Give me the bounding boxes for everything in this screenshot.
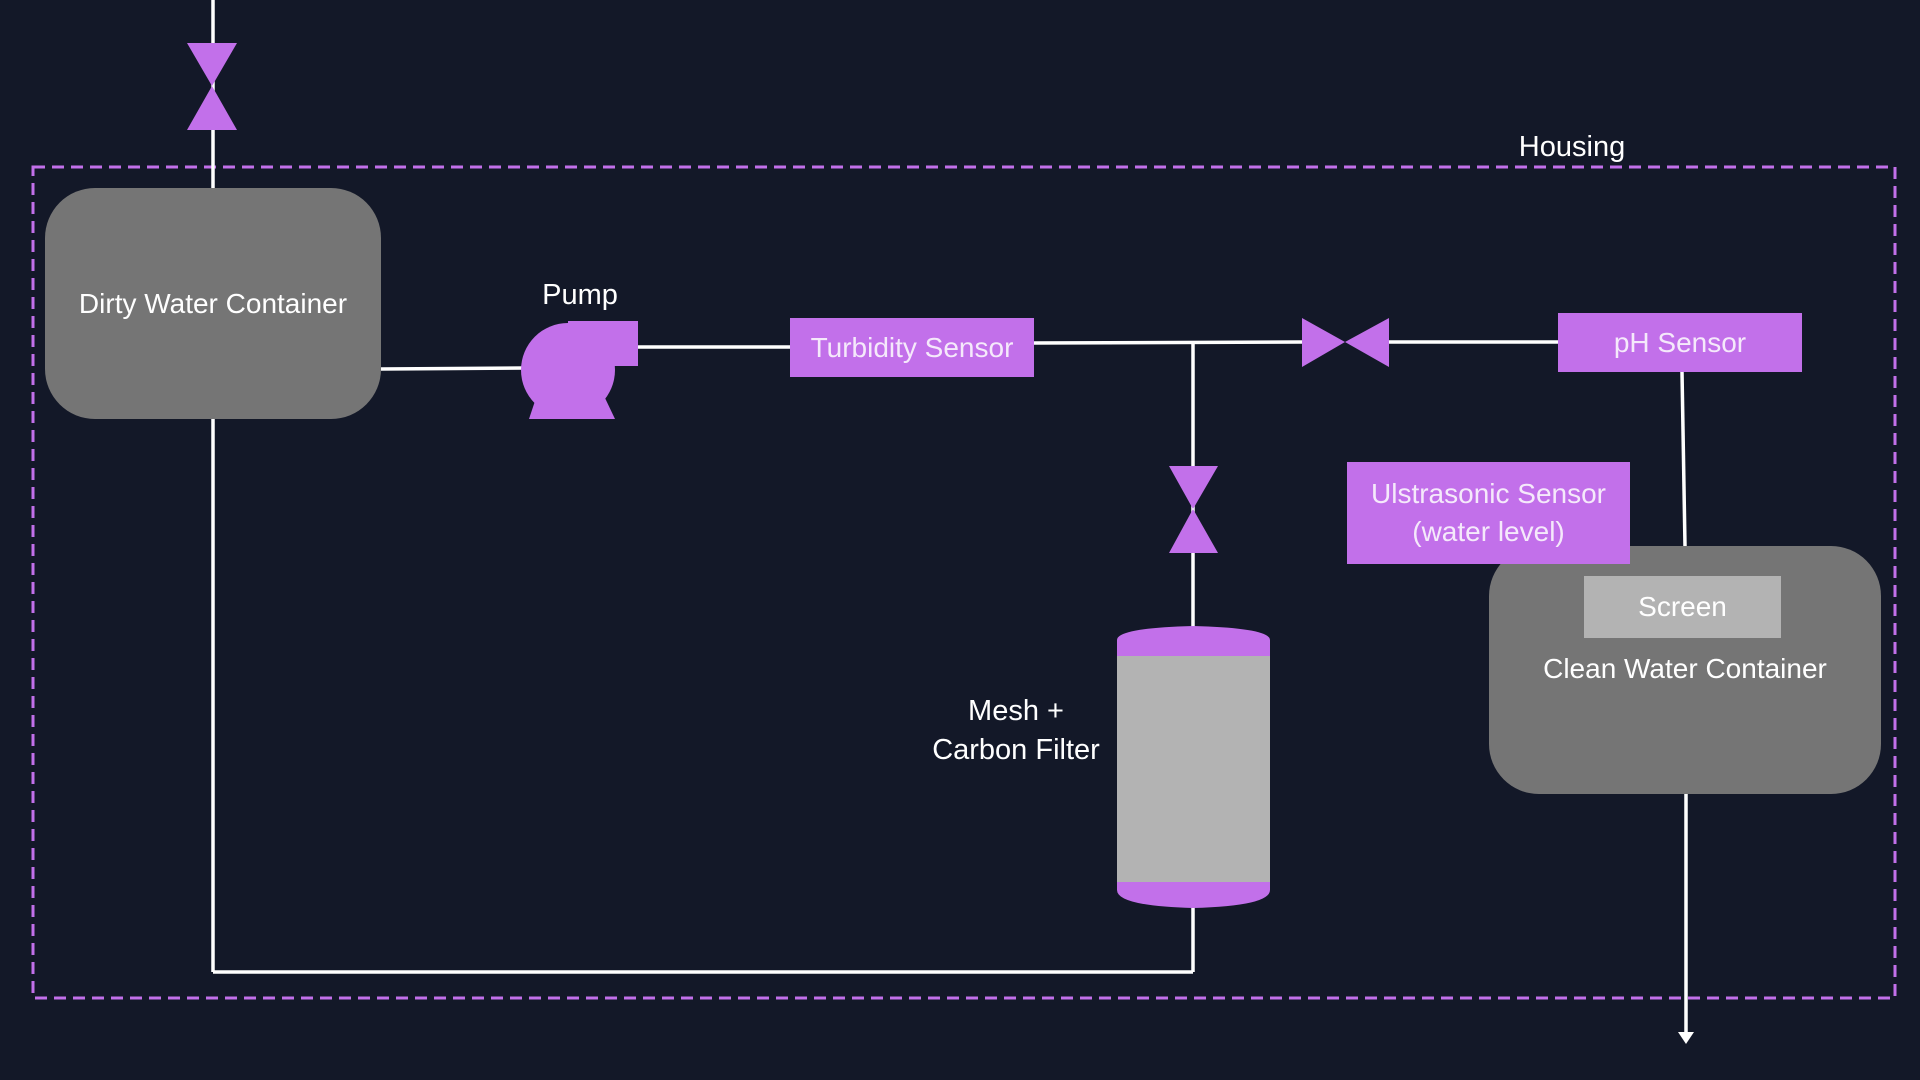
filter-vessel-icon[interactable] <box>1117 626 1270 908</box>
ph-sensor[interactable]: pH Sensor <box>1558 313 1802 372</box>
screen-display[interactable]: Screen <box>1584 576 1781 638</box>
clean-water-container[interactable]: Screen Clean Water Container <box>1489 546 1881 794</box>
turbidity-sensor-label: Turbidity Sensor <box>810 331 1014 363</box>
pump-label: Pump <box>542 279 618 311</box>
dirty-to-pump-pipe <box>380 366 526 371</box>
clean-water-container-label: Clean Water Container <box>1543 653 1827 684</box>
outlet-arrow-icon <box>1678 1032 1694 1044</box>
housing-boundary <box>31 165 1897 1000</box>
ph-sensor-label: pH Sensor <box>1613 326 1747 358</box>
ultrasonic-sensor[interactable]: Ulstrasonic Sensor (water level) <box>1347 462 1630 564</box>
filter-label-line2: Carbon Filter <box>932 734 1100 767</box>
ph-line-valve-icon[interactable] <box>1302 318 1389 367</box>
screen-label: Screen <box>1638 591 1727 623</box>
inlet-valve-icon[interactable] <box>187 43 237 130</box>
dirty-water-container-label: Dirty Water Container <box>78 287 348 319</box>
ultrasonic-sensor-label-line2: (water level) <box>1412 516 1565 547</box>
filter-label: Mesh + Carbon Filter <box>900 692 1132 770</box>
ph-to-clean-pipe <box>1680 371 1687 547</box>
turbidity-to-valve-pipe <box>1033 340 1303 345</box>
housing-label: Housing <box>1518 131 1626 163</box>
dirty-water-container[interactable]: Dirty Water Container <box>45 188 381 419</box>
filter-valve-icon[interactable] <box>1169 466 1218 553</box>
ultrasonic-sensor-label-line1: Ulstrasonic Sensor <box>1371 478 1606 510</box>
filter-label-line1: Mesh + <box>968 695 1064 727</box>
pump-icon[interactable] <box>521 321 638 419</box>
turbidity-sensor[interactable]: Turbidity Sensor <box>790 318 1034 377</box>
